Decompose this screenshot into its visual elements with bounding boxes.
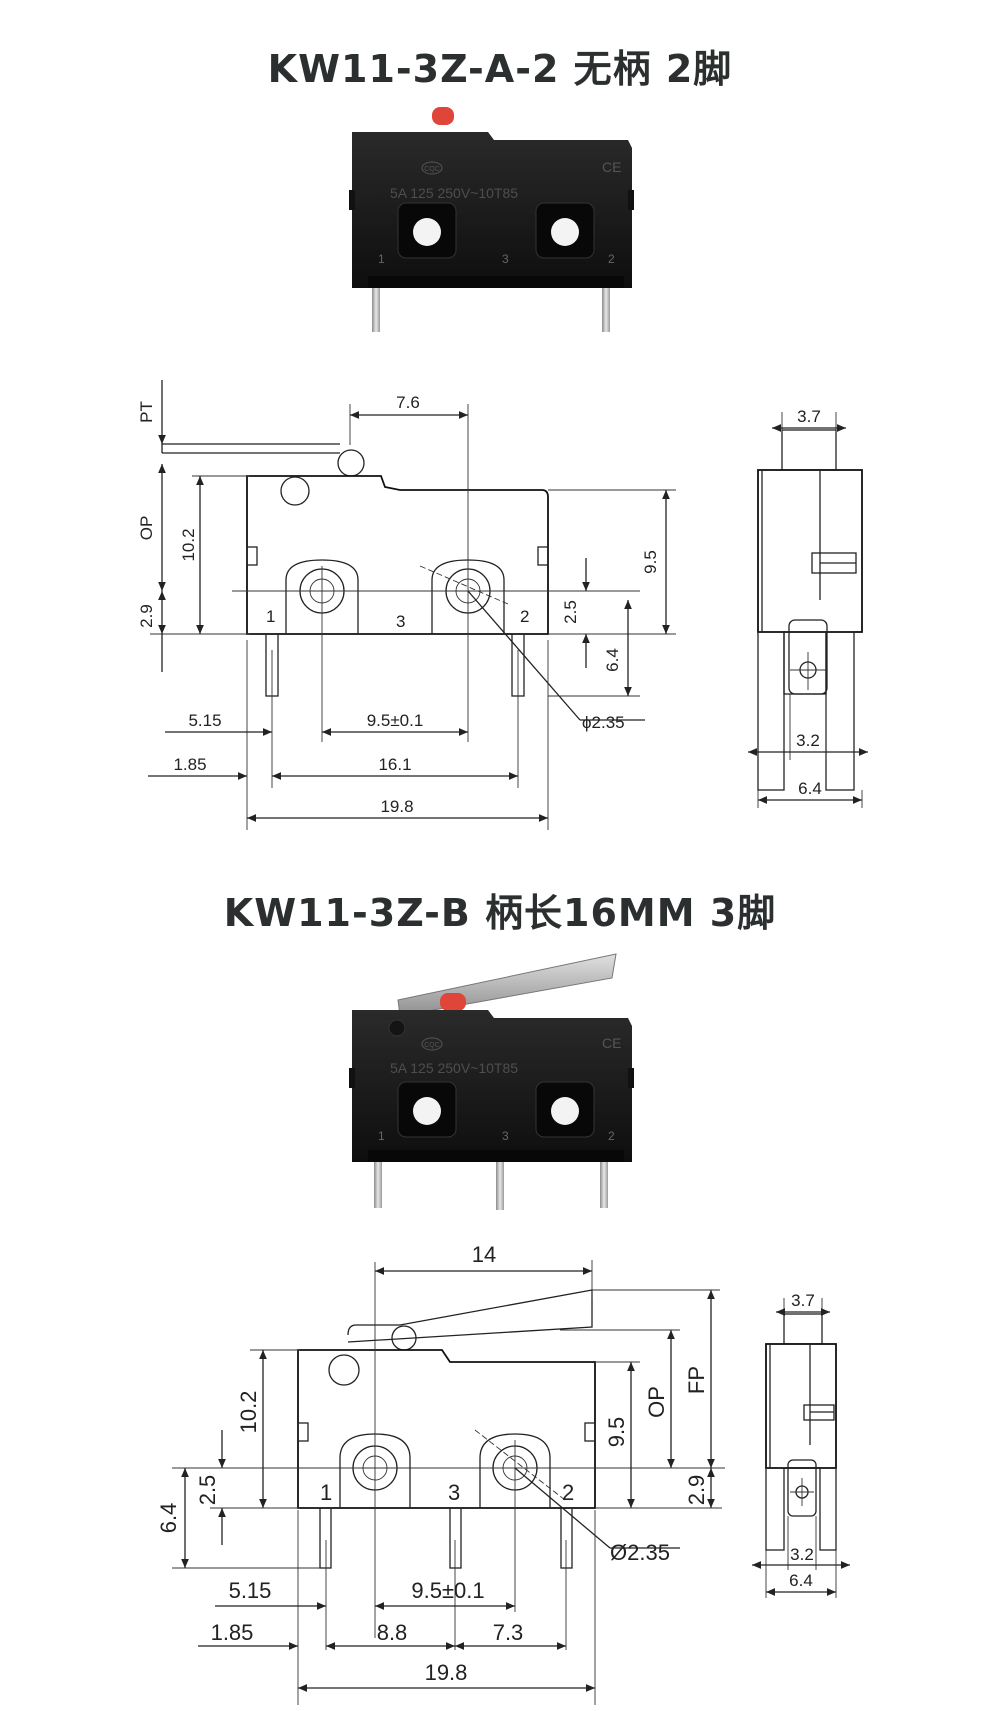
dim-6-4: 6.4 [603, 648, 622, 672]
pin-label-2: 2 [520, 607, 529, 626]
side-dim-3-7: 3.7 [791, 1291, 815, 1310]
pin-label-3: 3 [502, 1129, 509, 1143]
pin-label-3: 3 [396, 612, 405, 631]
dim-19-8: 19.8 [425, 1660, 468, 1685]
ce-mark: CE [602, 159, 621, 175]
ce-mark: CE [602, 1035, 621, 1051]
dim-9-5-pitch: 9.5±0.1 [411, 1578, 484, 1603]
pin-label-1: 1 [378, 1129, 385, 1143]
dim-1-85: 1.85 [173, 755, 206, 774]
cqc-mark: CQC [424, 166, 440, 173]
rating-marking: 5A 125 250V~10T85 [390, 1060, 518, 1076]
dim-phi-2-35: ϕ2.35 [582, 713, 625, 732]
drawing-a-front: PT OP 10.2 2.9 7.6 9.5 2.5 6.4 ϕ2.35 [137, 380, 676, 830]
lever-arm [397, 953, 617, 1017]
side-dim-6-4: 6.4 [789, 1571, 813, 1590]
pin-label-3: 3 [502, 252, 509, 266]
dim-9-5-height: 9.5 [641, 550, 660, 574]
dim-op: OP [644, 1386, 669, 1418]
mount-hole [413, 218, 441, 246]
mount-hole [413, 1097, 441, 1125]
dim-2-5: 2.5 [195, 1475, 220, 1506]
pin-label-1: 1 [266, 607, 275, 626]
dim-8-8: 8.8 [377, 1620, 408, 1645]
terminal-pin [374, 1162, 382, 1208]
drawing-b-front: 14 10.2 6.4 2.5 9.5 OP FP 2.9 Ø2.35 [156, 1242, 725, 1705]
dim-phi-2-35: Ø2.35 [610, 1540, 670, 1565]
side-dim-3-2: 3.2 [796, 731, 820, 750]
dim-2-5: 2.5 [561, 600, 580, 624]
dim-19-8: 19.8 [380, 797, 413, 816]
drawing-b-side: 3.7 3.2 6.4 [752, 1291, 850, 1598]
dim-pt: PT [137, 401, 156, 423]
pin-label-2: 2 [608, 1129, 615, 1143]
dim-14: 14 [472, 1242, 496, 1267]
side-dim-3-2: 3.2 [790, 1545, 814, 1564]
title-kw11-3z-a-2: KW11-3Z-A-2 无柄 2脚 [267, 47, 733, 91]
dim-9-5-height: 9.5 [604, 1417, 629, 1448]
dim-fp: FP [684, 1366, 709, 1394]
dim-5-15: 5.15 [188, 711, 221, 730]
actuator-button [440, 993, 466, 1011]
dim-9-5-pitch: 9.5±0.1 [367, 711, 424, 730]
side-dim-6-4: 6.4 [798, 779, 822, 798]
dim-1-85: 1.85 [211, 1620, 254, 1645]
terminal-pin [496, 1162, 504, 1210]
photo-switch-a: CQC CE 5A 125 250V~10T85 1 3 2 [349, 107, 634, 332]
pin-label-2: 2 [562, 1480, 574, 1505]
terminal-pin [600, 1162, 608, 1208]
dim-10-2: 10.2 [179, 528, 198, 561]
terminal-pin [372, 288, 380, 332]
photo-switch-b: CQC CE 5A 125 250V~10T85 1 3 2 [349, 953, 634, 1210]
pin-label-1: 1 [320, 1480, 332, 1505]
dim-7-3: 7.3 [493, 1620, 524, 1645]
pin-label-1: 1 [378, 252, 385, 266]
mount-hole [551, 218, 579, 246]
rating-marking: 5A 125 250V~10T85 [390, 185, 518, 201]
dim-10-2: 10.2 [236, 1391, 261, 1434]
pin-label-3: 3 [448, 1480, 460, 1505]
terminal-pin [602, 288, 610, 332]
dim-5-15: 5.15 [229, 1578, 272, 1603]
dim-7-6: 7.6 [396, 393, 420, 412]
dim-2-9: 2.9 [684, 1475, 709, 1506]
drawing-a-side: 3.7 3.2 6.4 [748, 407, 868, 808]
pin-label-2: 2 [608, 252, 615, 266]
dim-6-4: 6.4 [156, 1503, 181, 1534]
mount-hole [551, 1097, 579, 1125]
side-dim-3-7: 3.7 [797, 407, 821, 426]
title-kw11-3z-b: KW11-3Z-B 柄长16MM 3脚 [223, 891, 777, 935]
dim-2-9: 2.9 [137, 604, 156, 628]
actuator-button [432, 107, 454, 125]
cqc-mark: CQC [424, 1042, 440, 1049]
dim-16-1: 16.1 [378, 755, 411, 774]
dim-op: OP [137, 516, 156, 541]
